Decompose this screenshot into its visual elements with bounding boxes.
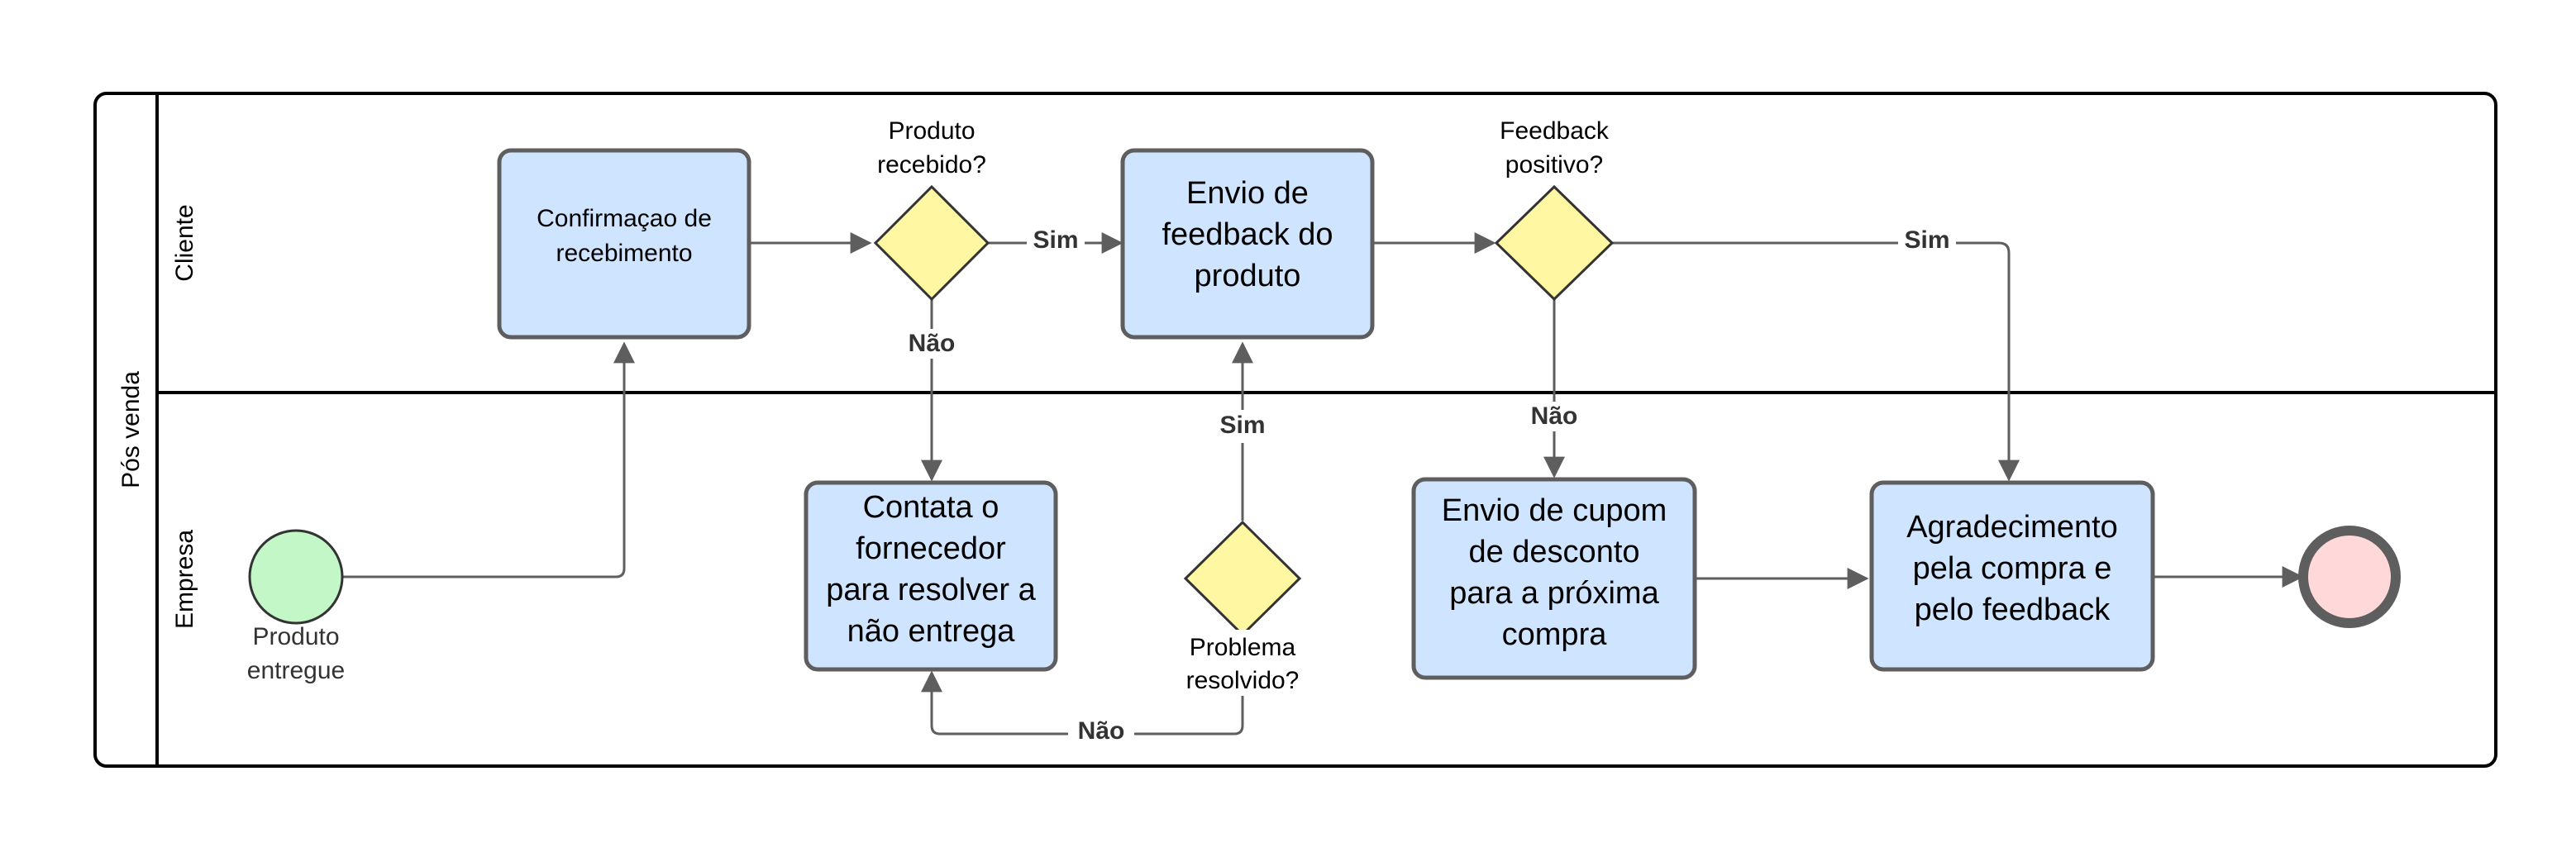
task-label-line: Confirmaçao de — [537, 205, 712, 232]
flow-label-feedback-nao: Não — [1531, 402, 1578, 430]
task-box — [804, 480, 1058, 672]
task-box — [1120, 148, 1375, 340]
task-contata-fornecedor[interactable]: Contata o fornecedor para resolver a não… — [804, 480, 1058, 672]
gateway-label-line: Problema — [1190, 634, 1296, 661]
gateway-diamond — [1494, 184, 1615, 302]
flow-label-recebido-nao: Não — [909, 330, 956, 357]
label-bg — [1174, 630, 1311, 696]
gateway-label-line: positivo? — [1505, 151, 1603, 179]
task-box — [497, 148, 751, 340]
task-label-line: para resolver a — [826, 573, 1036, 607]
gateway-label-line: Produto — [888, 117, 975, 145]
end-event[interactable] — [2298, 526, 2401, 628]
task-label-line: para a próxima — [1449, 576, 1659, 611]
label-bg — [899, 329, 965, 359]
task-box — [1869, 480, 2155, 672]
start-event-label-line: entregue — [247, 657, 345, 684]
label-bg — [1027, 225, 1085, 258]
end-event-circle — [2298, 526, 2401, 628]
task-label-line: produto — [1195, 259, 1301, 293]
task-confirmacao[interactable]: Confirmaçao de recebimento — [497, 148, 751, 340]
task-label-line: compra — [1502, 617, 1608, 652]
start-event[interactable]: Produto entregue — [247, 529, 345, 684]
flow-label-resolvido-nao: Não — [1078, 717, 1125, 745]
lane-title-empresa: Empresa — [171, 530, 198, 629]
gateway-diamond — [873, 184, 990, 302]
task-label-line: Contata o — [863, 490, 999, 525]
lane-title-cliente: Cliente — [171, 204, 198, 281]
flow-start-to-confirmacao — [342, 341, 635, 578]
task-envio-feedback[interactable]: Envio de feedback do produto — [1120, 148, 1375, 340]
pool-title: Pós venda — [117, 371, 145, 488]
task-label-line: pelo feedback — [1915, 593, 2111, 627]
flow-label-resolvido-sim: Sim — [1219, 412, 1265, 439]
task-label-line: Envio de cupom — [1442, 493, 1667, 528]
task-label-line: fornecedor — [856, 531, 1006, 566]
task-label-line: pela compra e — [1913, 551, 2112, 586]
label-bg — [1521, 402, 1587, 431]
task-label-line: recebimento — [556, 240, 692, 267]
task-agradecimento[interactable]: Agradecimento pela compra e pelo feedbac… — [1869, 480, 2155, 672]
task-label-line: não entrega — [847, 614, 1016, 649]
task-envio-cupom[interactable]: Envio de cupom de desconto para a próxim… — [1411, 477, 1697, 680]
flow-feedback-sim — [1612, 241, 2020, 482]
task-label-line: Agradecimento — [1906, 510, 2118, 545]
gateway-label-line: recebido? — [877, 151, 986, 179]
start-event-label-line: Produto — [252, 623, 339, 650]
label-bg — [1068, 716, 1134, 749]
flow-labels: Sim Não Sim Não Sim Não — [899, 225, 1956, 749]
label-bg — [1898, 225, 1956, 258]
start-event-circle — [248, 529, 344, 625]
label-bg — [1212, 410, 1273, 443]
gateway-problema-resolvido[interactable]: Problema resolvido? — [1174, 520, 1311, 726]
flow-label-recebido-sim: Sim — [1033, 226, 1078, 254]
gateway-feedback-positivo[interactable]: Feedback positivo? — [1494, 117, 1615, 302]
gateway-produto-recebido[interactable]: Produto recebido? — [873, 117, 990, 302]
task-label-line: de desconto — [1468, 535, 1639, 569]
task-label-line: Envio de — [1186, 176, 1309, 211]
flow-label-feedback-sim: Sim — [1904, 226, 1949, 254]
gateway-label-line: Feedback — [1500, 117, 1610, 145]
gateway-label-line: resolvido? — [1186, 667, 1300, 694]
task-label-line: feedback do — [1162, 217, 1333, 252]
task-box — [1411, 477, 1697, 680]
